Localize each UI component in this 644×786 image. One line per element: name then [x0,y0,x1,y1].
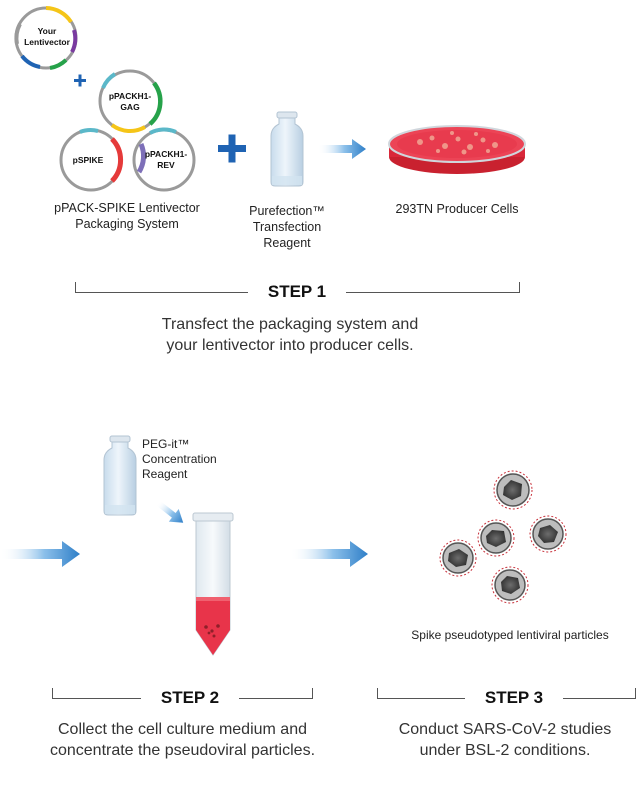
gag-label-1: pPACKH1- [109,91,152,101]
petri-dish-icon [388,125,526,174]
step3-description-line1: Conduct SARS-CoV-2 studies [398,721,612,738]
transfection-reagent-label: Purefection™ Transfection Reagent [232,203,342,251]
gag-plasmid: pPACKH1- GAG [98,69,163,133]
step1-description-line1: Transfect the packaging system and [161,316,419,333]
step2-description: Collect the cell culture medium and conc… [20,719,345,761]
plus-icon-large [218,134,246,163]
step3-description-line2: under BSL-2 conditions. [419,742,591,759]
gag-label-2: GAG [120,102,140,112]
arrow-icon-step2-in [0,541,80,567]
transfection-reagent-label-line3: Reagent [263,236,311,250]
your-lentivector-label-1: Your [38,26,57,36]
packaging-system-label-line2: Packaging System [75,217,179,231]
packaging-system-label: pPACK-SPIKE Lentivector Packaging System [52,200,202,232]
particles-label: Spike pseudotyped lentiviral particles [411,628,609,642]
step2-description-line1: Collect the cell culture medium and [57,721,307,738]
step2-description-line2: concentrate the pseudoviral particles. [49,742,316,759]
rev-label-2: REV [157,160,175,170]
pour-arrow-icon [156,500,184,523]
concentration-reagent-bottle-icon [103,435,137,516]
step3-title: STEP 3 [465,688,563,708]
concentration-reagent-label: PEG-it™ Concentration Reagent [142,437,252,482]
centrifuge-tube-icon [192,512,234,656]
step2-title: STEP 2 [141,688,239,708]
spike-plasmid: pSPIKE [59,128,124,192]
packaging-system-label-line1: pPACK-SPIKE Lentivector [54,201,200,215]
step1-description-line2: your lentivector into producer cells. [166,337,414,354]
your-lentivector-plasmid: Your Lentivector [14,6,78,70]
rev-label-1: pPACKH1- [145,149,188,159]
your-lentivector-label-2: Lentivector [24,37,71,47]
plus-icon-small [74,74,86,87]
transfection-reagent-label-line2: Transfection [252,220,322,234]
step3-description: Conduct SARS-CoV-2 studies under BSL-2 c… [380,719,630,761]
arrow-icon-step3-in [290,541,368,567]
rev-plasmid: pPACKH1- REV [132,127,196,192]
step1-title: STEP 1 [248,282,346,302]
spike-label: pSPIKE [73,155,104,165]
step1-description: Transfect the packaging system and your … [100,314,480,356]
concentration-reagent-label-line2: Concentration [142,452,217,466]
viral-particles-icon [439,470,567,604]
producer-cells-label: 293TN Producer Cells [395,202,519,216]
transfection-reagent-label-line1: Purefection™ [249,204,325,218]
transfection-reagent-bottle-icon [270,111,304,187]
concentration-reagent-label-line3: Reagent [142,467,188,481]
concentration-reagent-label-line1: PEG-it™ [142,437,190,451]
arrow-icon-step1 [318,139,366,159]
